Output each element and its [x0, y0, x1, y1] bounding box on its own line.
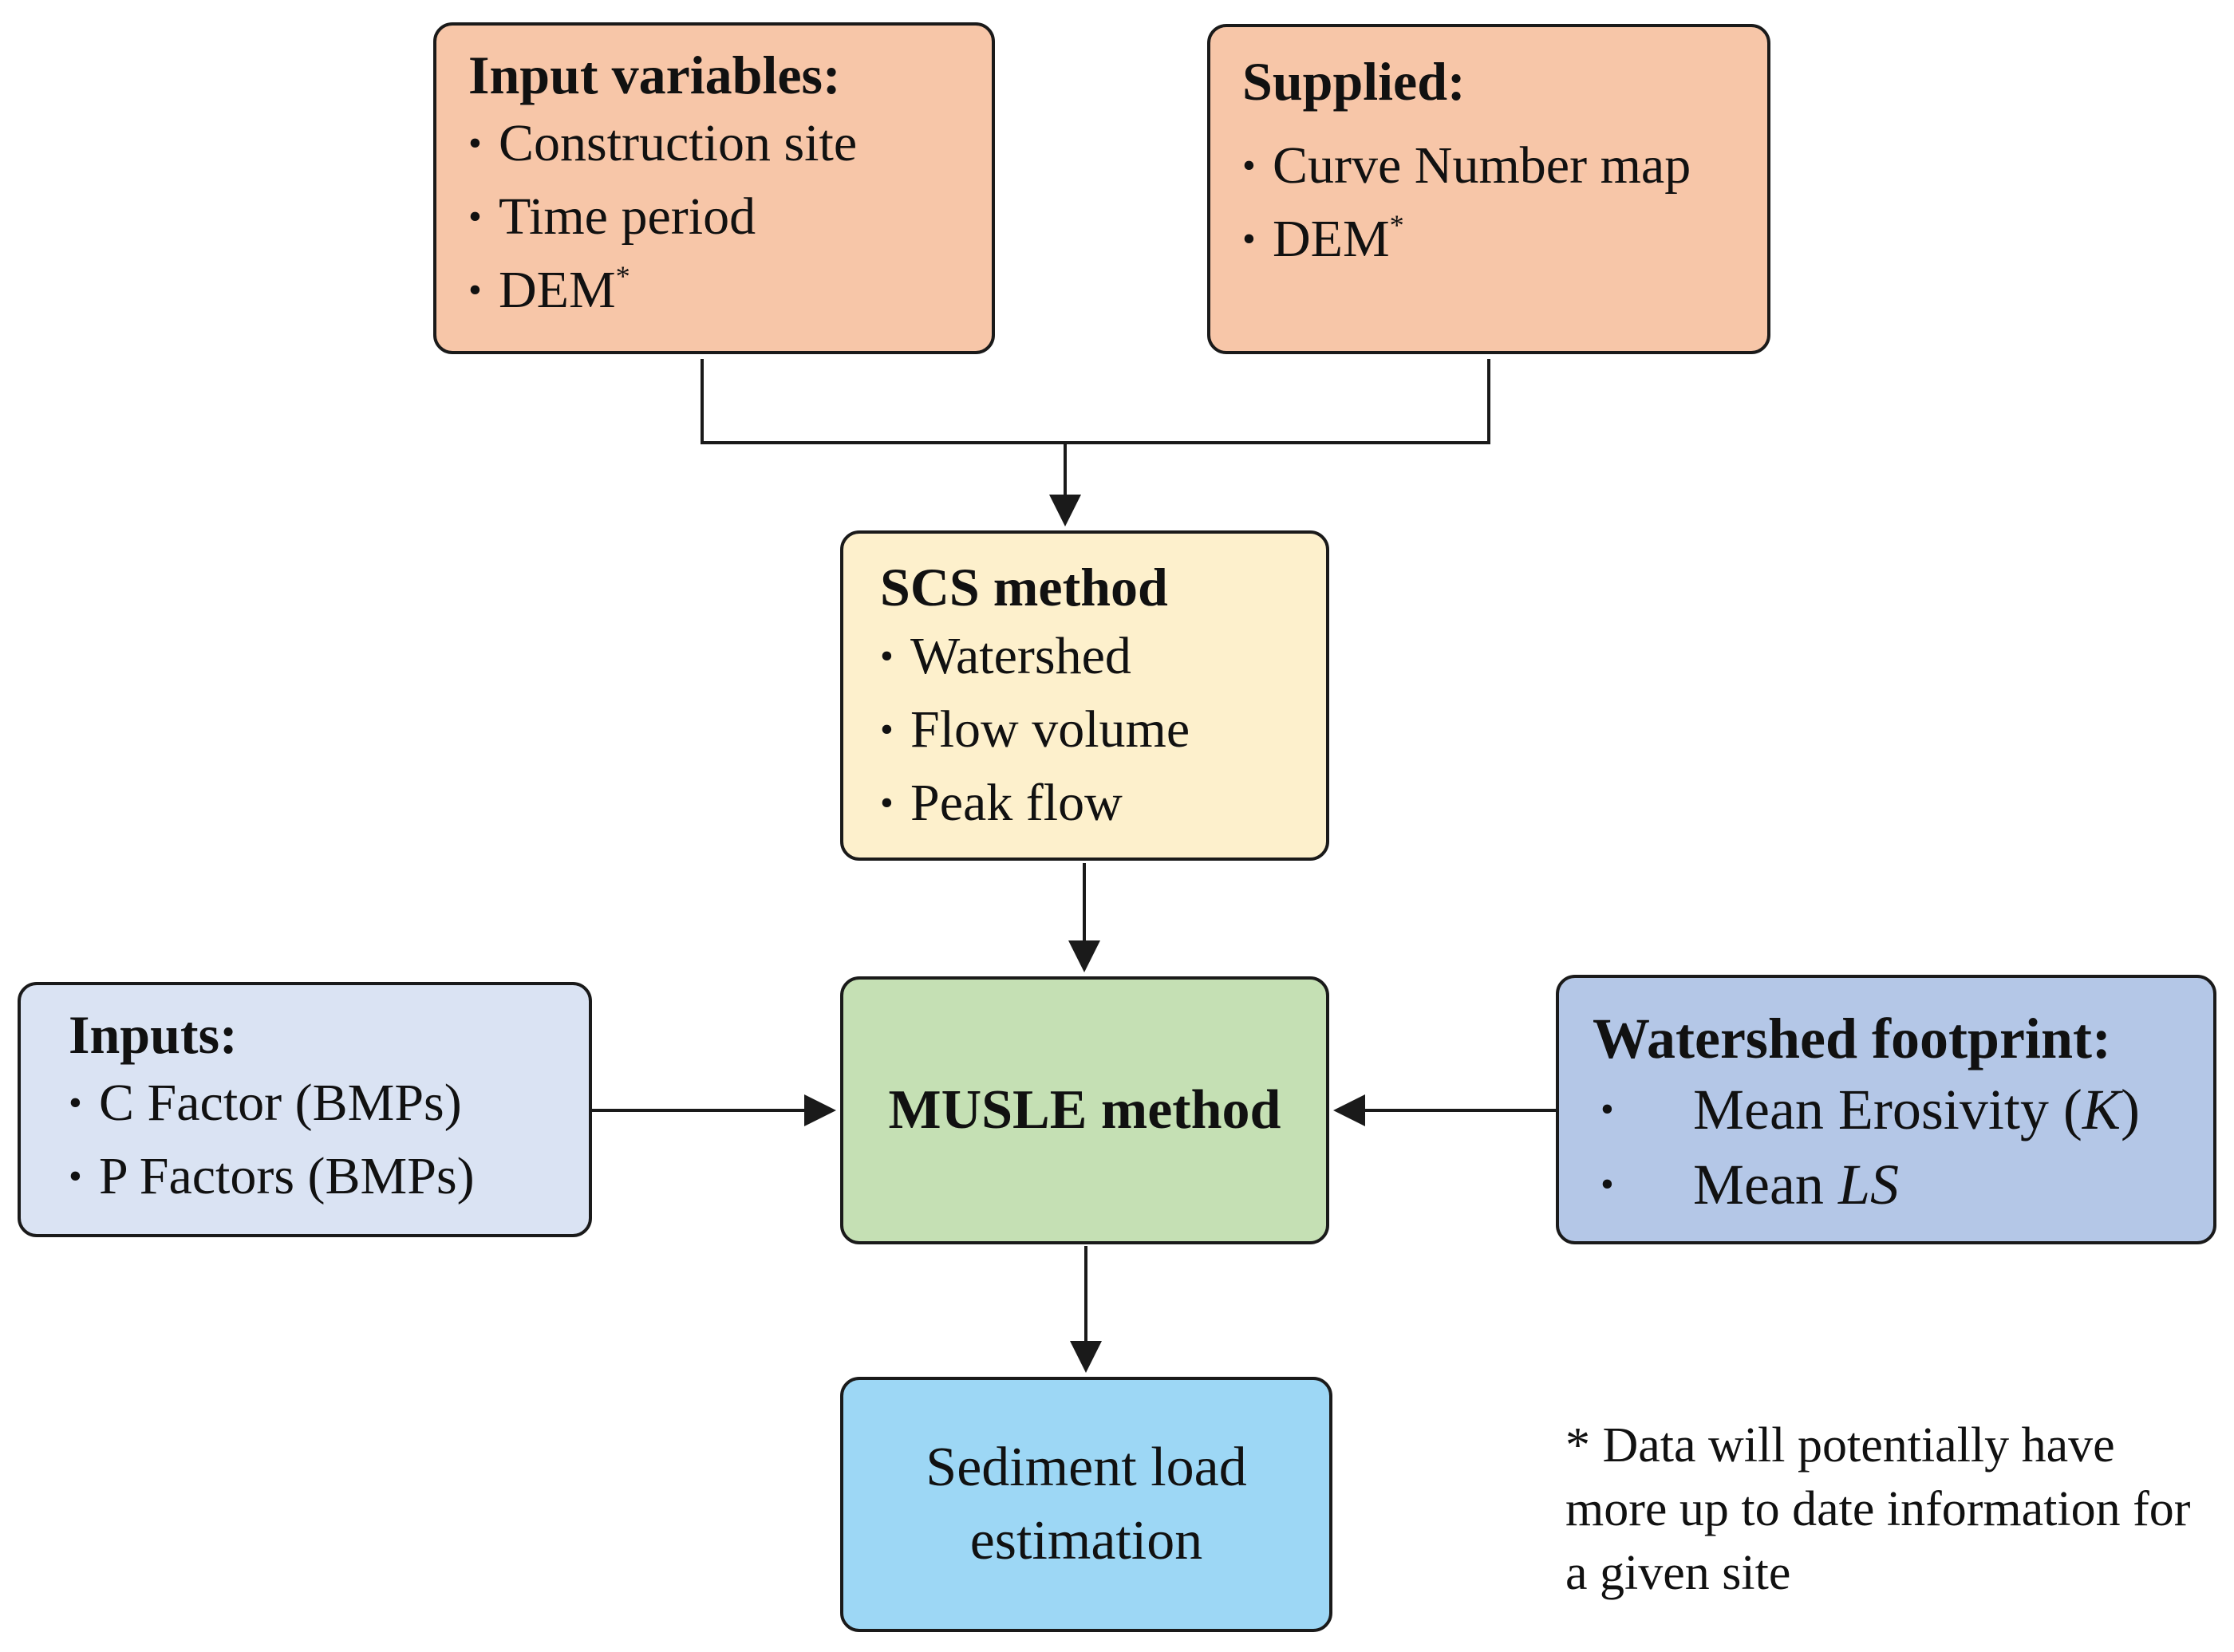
watershed-footprint-title: Watershed footprint: [1593, 1007, 2111, 1070]
bullet-icon: • [1601, 1088, 1614, 1130]
bullet-icon: • [69, 1155, 82, 1197]
inputs-box: Inputs: •C Factor (BMPs) •P Factors (BMP… [18, 982, 592, 1237]
scs-method-box: SCS method •Watershed •Flow volume •Peak… [840, 530, 1329, 861]
list-item: •Flow volume [880, 693, 1326, 767]
scs-method-title: SCS method [880, 557, 1168, 617]
inputs-title: Inputs: [69, 1004, 238, 1065]
erosivity-symbol: K [2082, 1078, 2121, 1141]
list-item: •DEM* [468, 254, 992, 327]
bullet-icon: • [468, 269, 482, 311]
sediment-load-box: Sediment load estimation [840, 1377, 1332, 1632]
scs-method-list: •Watershed •Flow volume •Peak flow [880, 620, 1326, 840]
list-item: •Curve Number map [1242, 129, 1767, 203]
list-item: •C Factor (BMPs) [69, 1067, 589, 1140]
footnote-marker: * [615, 259, 630, 292]
ls-symbol: LS [1837, 1153, 1899, 1216]
musle-method-title: MUSLE method [888, 1079, 1281, 1141]
bullet-icon: • [880, 782, 894, 824]
list-item: •Peak flow [880, 767, 1326, 840]
musle-method-box: MUSLE method [840, 976, 1329, 1244]
bullet-icon: • [1242, 144, 1256, 187]
list-item: •P Factors (BMPs) [69, 1140, 589, 1213]
sediment-load-label: Sediment load estimation [926, 1437, 1247, 1571]
footnote-text: * Data will potentially have more up to … [1565, 1418, 2191, 1600]
list-item: •Time period [468, 180, 992, 254]
bullet-icon: • [468, 195, 482, 238]
bullet-icon: • [1601, 1163, 1614, 1205]
list-item: •Watershed [880, 620, 1326, 693]
bullet-icon: • [880, 635, 894, 677]
list-item: •Mean Erosivity (K) [1593, 1072, 2213, 1147]
input-variables-list: •Construction site •Time period •DEM* [468, 107, 992, 327]
supplied-box: Supplied: •Curve Number map •DEM* [1207, 24, 1770, 354]
bullet-icon: • [1242, 218, 1256, 260]
watershed-footprint-box: Watershed footprint: •Mean Erosivity (K)… [1556, 975, 2216, 1244]
bullet-icon: • [468, 122, 482, 164]
supplied-list: •Curve Number map •DEM* [1242, 129, 1767, 276]
list-item: •Mean LS [1593, 1147, 2213, 1222]
list-item: •DEM* [1242, 203, 1767, 276]
bullet-icon: • [69, 1082, 82, 1124]
footnote-marker: * [1389, 208, 1404, 241]
watershed-footprint-list: •Mean Erosivity (K) •Mean LS [1593, 1072, 2213, 1222]
bullet-icon: • [880, 708, 894, 751]
input-variables-title: Input variables: [468, 45, 841, 105]
list-item: •Construction site [468, 107, 992, 180]
supplied-title: Supplied: [1242, 51, 1466, 112]
input-variables-box: Input variables: •Construction site •Tim… [433, 22, 995, 354]
inputs-list: •C Factor (BMPs) •P Factors (BMPs) [69, 1067, 589, 1213]
